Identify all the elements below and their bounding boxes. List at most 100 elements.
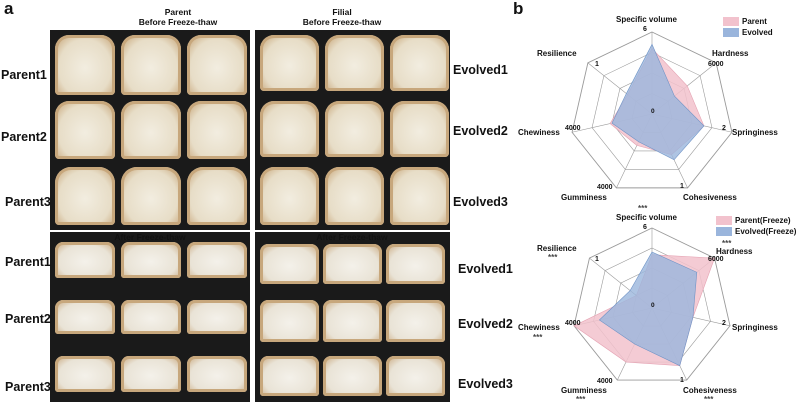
radar1-label-specific-volume: Specific volume [616,15,677,24]
radar1-tick-chewiness: 4000 [565,125,581,132]
radar-spoke [651,257,715,309]
radar-spoke [617,307,653,381]
bread-slice [121,300,181,334]
radar1-tick-resilience: 1 [595,61,599,68]
bread-row [55,242,247,278]
bread-slice [386,300,445,342]
row-label-parent2-after: Parent2 [5,312,51,326]
radar2-label-chewiness: Chewiness [518,323,560,332]
bread-slice [55,242,115,278]
legend-swatch [723,28,739,37]
radar2-label-cohesiveness: Cohesiveness [683,386,737,395]
evolved-before-photo [255,30,450,230]
bread-slice [187,242,247,278]
bread-slice [325,167,384,225]
legend-swatch [716,227,732,236]
legend-label: Parent(Freeze) [735,216,791,225]
top-right-subtitle: Before Freeze-thaw [302,16,382,27]
bread-slice [121,35,181,95]
radar1-legend-item-parent: Parent [723,17,773,26]
bread-slice [55,167,115,225]
radar2-tick-gumminess: 4000 [597,378,613,385]
radar1-legend: Parent Evolved [723,17,773,37]
radar-spoke [616,113,653,189]
radar2-label-hardness: Hardness [716,247,753,256]
bread-slice [55,300,115,334]
radar-series-parent [573,254,715,366]
radar1-legend-item-evolved: Evolved [723,28,773,37]
bread-slice [386,244,445,284]
bread-slice [121,101,181,159]
radar1-tick-gumminess: 4000 [597,184,613,191]
radar1-label-gumminess: Gumminess [561,193,607,202]
radar2-sig-resilience: *** [548,253,558,262]
bread-slice [323,356,382,396]
top-left-title: Parent [164,7,192,17]
legend-label: Evolved(Freeze) [735,227,797,236]
radar2-tick-hardness: 6000 [708,256,724,263]
row-label-evolved1-after: Evolved1 [458,262,513,276]
radar1-center: 0 [651,108,655,115]
radar-spoke [571,113,653,133]
bread-slice [260,35,319,91]
row-label-parent3-after: Parent3 [5,380,51,394]
radar2-sig-hardness: *** [722,239,732,248]
legend-label: Evolved [742,28,773,37]
radar2-label-gumminess: Gumminess [561,386,607,395]
bread-slice [386,356,445,396]
top-left-header: Parent Before Freeze-thaw [108,7,248,28]
row-label-evolved3-after: Evolved3 [458,377,513,391]
legend-swatch [723,17,739,26]
radar2-center: 0 [651,302,655,309]
row-label-parent2-before: Parent2 [1,130,47,144]
radar2-tick-springiness: 2 [722,320,726,327]
legend-swatch [716,216,732,225]
bread-slice [187,35,247,95]
row-label-parent1-after: Parent1 [5,255,51,269]
bread-slice [390,101,449,157]
bread-slice [260,300,319,342]
radar2-tick-specific-volume: 6 [643,224,647,231]
top-right-header: Filial Before Freeze-thaw [272,7,412,28]
legend-label: Parent [742,17,767,26]
bread-row [260,35,449,91]
row-label-evolved2-after: Evolved2 [458,317,513,331]
radar-series-evolved [598,251,698,367]
bread-slice [121,167,181,225]
bottom-left-title: After Freeze-thaw [114,232,186,242]
radar2-tick-cohesiveness: 1 [680,377,684,384]
radar-spoke [651,307,731,327]
radar1-label-chewiness: Chewiness [518,128,560,137]
bottom-right-title: After Freeze-thaw [316,232,388,242]
bread-row [55,35,247,95]
evolved-after-photo [255,232,450,402]
bread-slice [187,101,247,159]
radar2-legend-item-evolved-freeze: Evolved(Freeze) [716,227,796,236]
radar2-legend: Parent(Freeze) Evolved(Freeze) [716,216,796,236]
panel-a-letter: a [4,0,14,18]
radar2-sig-cohesiveness: *** [704,395,714,404]
row-label-parent3-before: Parent3 [5,195,51,209]
radar-series-evolved [611,43,705,161]
radar1-tick-specific-volume: 6 [643,26,647,33]
row-label-evolved3-before: Evolved3 [453,195,508,209]
radar-series-parent [609,47,705,155]
top-left-subtitle: Before Freeze-thaw [138,16,218,27]
bread-slice [390,167,449,225]
top-right-title: Filial [332,7,352,17]
bread-row [260,101,449,157]
bread-slice [260,244,319,284]
bread-row [55,101,247,159]
radar1-label-resilience: Resilience [537,49,577,58]
radar2-sig-chewiness: *** [533,333,543,342]
row-label-parent1-before: Parent1 [1,68,47,82]
bread-row [260,167,449,225]
bread-slice [325,101,384,157]
bread-row [55,300,247,334]
bread-slice [323,300,382,342]
bread-row [55,167,247,225]
bread-row [260,244,445,284]
bread-slice [55,356,115,392]
panel-b-letter: b [513,0,524,18]
parent-before-photo [50,30,250,230]
